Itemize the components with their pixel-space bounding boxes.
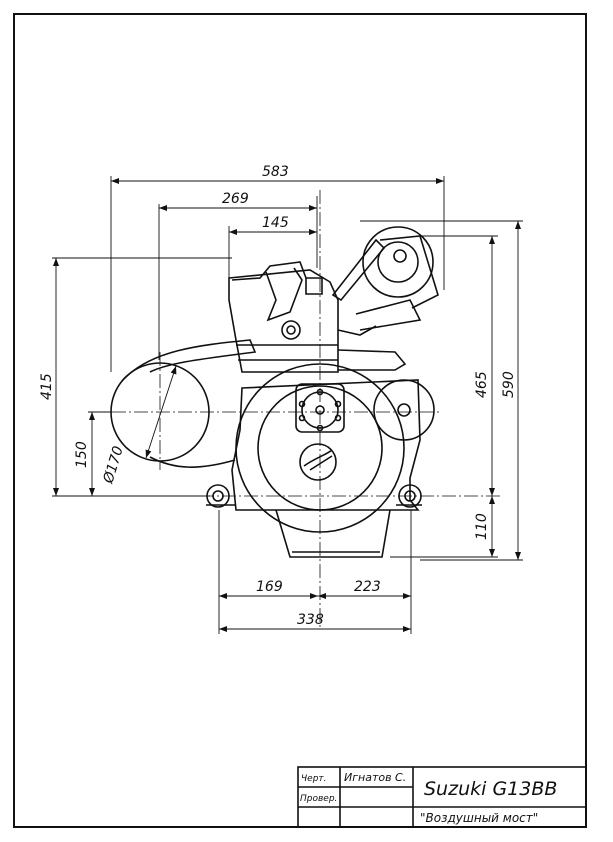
dimension-lines bbox=[52, 176, 523, 634]
dim-bottom-total: 338 bbox=[297, 612, 324, 628]
oil-pan bbox=[275, 509, 391, 558]
dim-right-height-outer: 590 bbox=[501, 371, 517, 398]
title-block bbox=[297, 766, 587, 828]
dim-top-width: 269 bbox=[222, 191, 249, 207]
title-block-text: Черт. Игнатов С. Провер. Suzuki G13BB "В… bbox=[300, 771, 557, 825]
dim-overall-width: 583 bbox=[262, 164, 289, 180]
drawn-label: Черт. bbox=[301, 774, 327, 784]
dim-bottom-left: 169 bbox=[256, 579, 283, 595]
dim-pulley-height: 150 bbox=[74, 441, 90, 468]
turbo-housing bbox=[362, 226, 434, 298]
dim-bottom-height: 110 bbox=[474, 513, 490, 540]
centre-lines bbox=[90, 190, 500, 630]
drawn-name: Игнатов С. bbox=[344, 771, 406, 784]
cylinder-head bbox=[228, 269, 339, 373]
drawing-title: Suzuki G13BB bbox=[424, 778, 557, 800]
dim-bottom-right: 223 bbox=[354, 579, 381, 595]
drawing-subtitle: "Воздушный мост" bbox=[420, 811, 538, 825]
belt bbox=[121, 339, 257, 382]
checked-label: Провер. bbox=[300, 794, 337, 804]
dim-right-height-inner: 465 bbox=[474, 371, 490, 398]
dim-pulley-diameter: Ø170 bbox=[100, 444, 127, 486]
dim-head-width: 145 bbox=[262, 215, 289, 231]
dim-left-height: 415 bbox=[39, 373, 55, 400]
